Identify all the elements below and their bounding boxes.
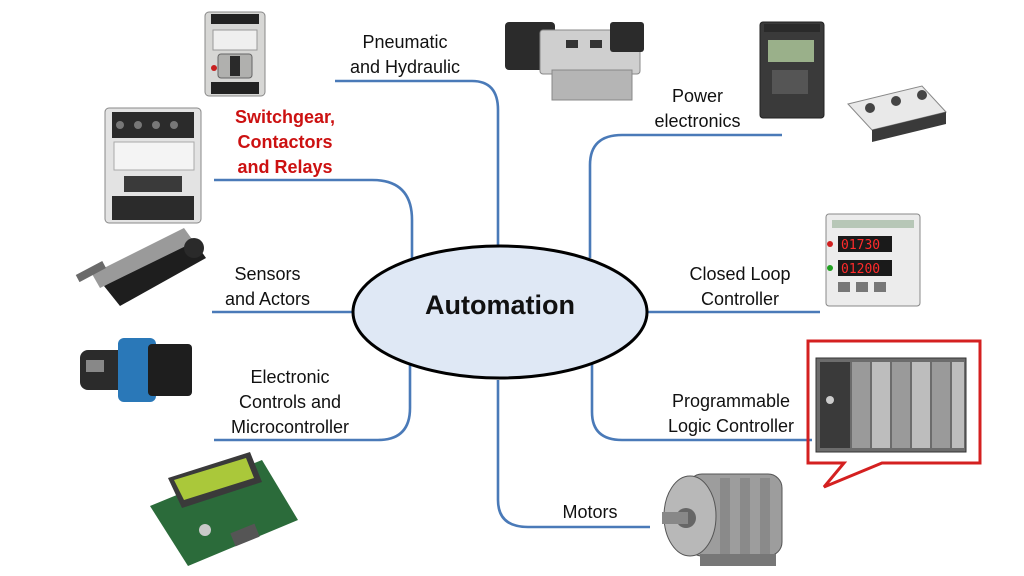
closed-loop-controller-image	[825, 213, 921, 307]
automation-ellipse	[351, 244, 649, 380]
label-line: Electronic	[250, 367, 330, 387]
label-line: and Actors	[224, 289, 311, 309]
microcontroller-board-image	[150, 452, 298, 566]
connector-plc	[590, 362, 812, 442]
label-line: and Hydraulic	[349, 57, 461, 77]
label-line: Power	[671, 86, 724, 106]
power-module-image	[847, 85, 947, 142]
label-line: Controls and	[238, 392, 342, 412]
connector-motors	[496, 380, 650, 529]
label-line: Microcontroller	[230, 417, 350, 437]
label-line: Motors	[562, 502, 618, 522]
controller-display-bottom: 01200	[841, 262, 880, 277]
label-line: Pneumatic	[362, 32, 448, 52]
motor-protection-switch-image	[204, 11, 266, 97]
center-title: Automation	[425, 290, 575, 320]
label-line: Contactors	[237, 132, 333, 152]
contactor-image	[104, 107, 202, 224]
controller-display-top: 01730	[841, 238, 880, 253]
label-switchgear-contactors-relays: Switchgear, Contactors and Relays	[210, 105, 360, 180]
proximity-sensor-image	[80, 338, 192, 402]
label-line: electronics	[654, 111, 741, 131]
pneumatic-valve-image	[505, 22, 644, 101]
connector-pneumatic	[335, 79, 500, 246]
connector-power	[588, 133, 782, 258]
label-motors: Motors	[545, 500, 635, 525]
label-sensors-actors: Sensors and Actors	[200, 262, 335, 312]
label-line: Closed Loop	[689, 264, 791, 284]
frequency-inverter-image	[759, 21, 825, 119]
label-line: Sensors	[234, 264, 301, 284]
label-line: and Relays	[237, 157, 333, 177]
connector-switchgear	[214, 178, 414, 258]
label-line: Logic Controller	[667, 416, 795, 436]
linear-actuator-image	[75, 228, 206, 306]
label-power-electronics: Power electronics	[630, 84, 765, 134]
label-line: Programmable	[671, 391, 791, 411]
label-line: Switchgear,	[234, 107, 336, 127]
label-pneumatic-hydraulic: Pneumatic and Hydraulic	[330, 30, 480, 80]
electric-motor-image	[662, 473, 783, 566]
plc-image	[815, 357, 967, 453]
plc-callout-frame	[806, 339, 982, 489]
label-line: Controller	[700, 289, 780, 309]
connector-electronic	[214, 364, 412, 442]
